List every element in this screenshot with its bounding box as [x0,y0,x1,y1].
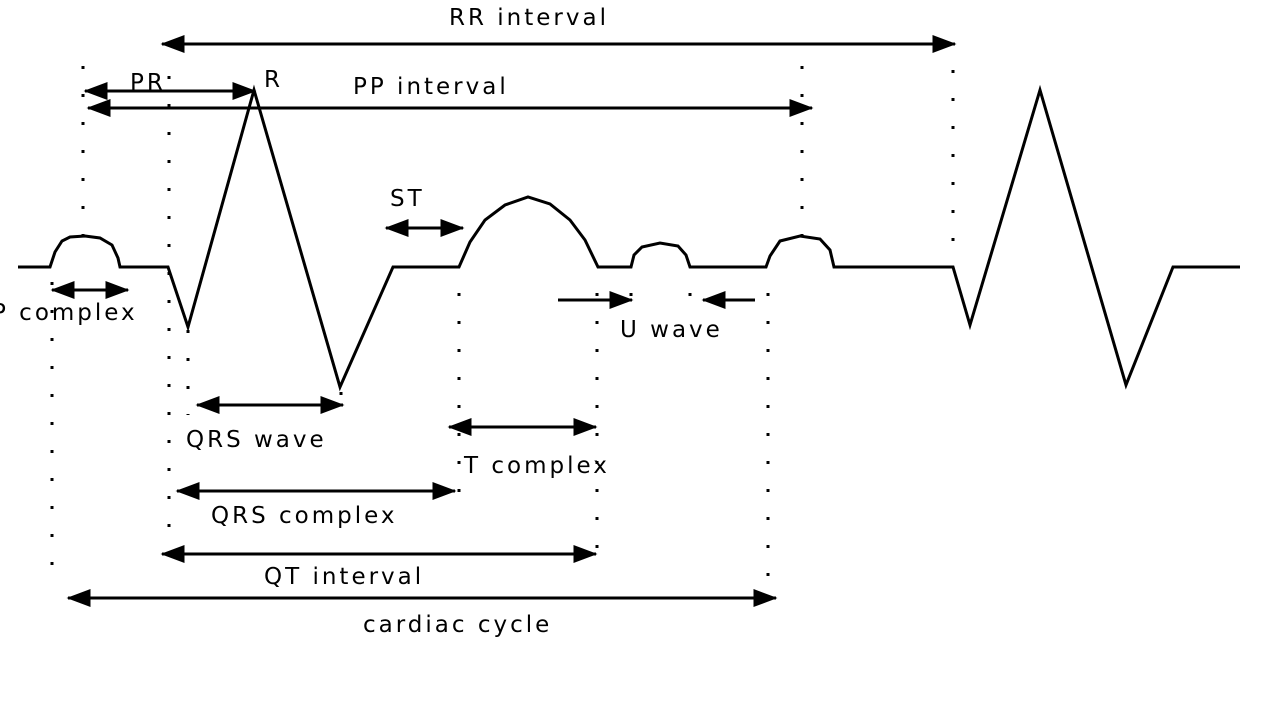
rr-interval-label: RR interval [449,5,609,31]
r-label: R [264,67,283,93]
qt-interval-label: QT interval [264,564,424,590]
st-label: ST [390,186,425,212]
qrs-complex-label: QRS complex [211,503,397,529]
pr-label: PR [130,70,166,96]
t-complex-label: T complex [463,453,610,479]
qrs-wave-label: QRS wave [186,427,327,453]
p-complex-label: P complex [0,300,138,326]
u-wave-label: U wave [620,317,723,343]
cardiac-cycle-label: cardiac cycle [363,612,552,638]
pp-interval-label: PP interval [353,74,509,100]
ecg-trace [18,84,1240,392]
